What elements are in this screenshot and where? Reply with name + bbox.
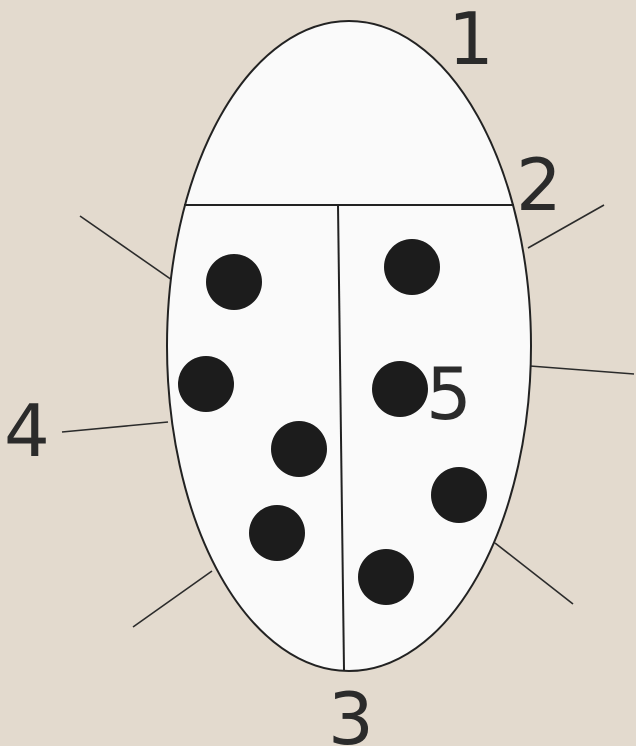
label-3: 3 [328, 677, 374, 746]
label-2: 2 [516, 143, 562, 227]
spot [372, 361, 428, 417]
leg-middle-right [530, 366, 634, 374]
spot [358, 549, 414, 605]
label-4: 4 [4, 389, 50, 473]
spot [431, 467, 487, 523]
spot [206, 254, 262, 310]
label-1: 1 [448, 0, 494, 81]
spot [271, 421, 327, 477]
label-5: 5 [426, 352, 472, 436]
leg-lower-right [495, 543, 573, 604]
leg-upper-left [80, 216, 172, 280]
spot [384, 239, 440, 295]
leg-middle-left-pointer-4 [62, 422, 168, 432]
leg-lower-left [133, 571, 212, 627]
spot [249, 505, 305, 561]
ladybug-body [167, 21, 531, 671]
spot [178, 356, 234, 412]
